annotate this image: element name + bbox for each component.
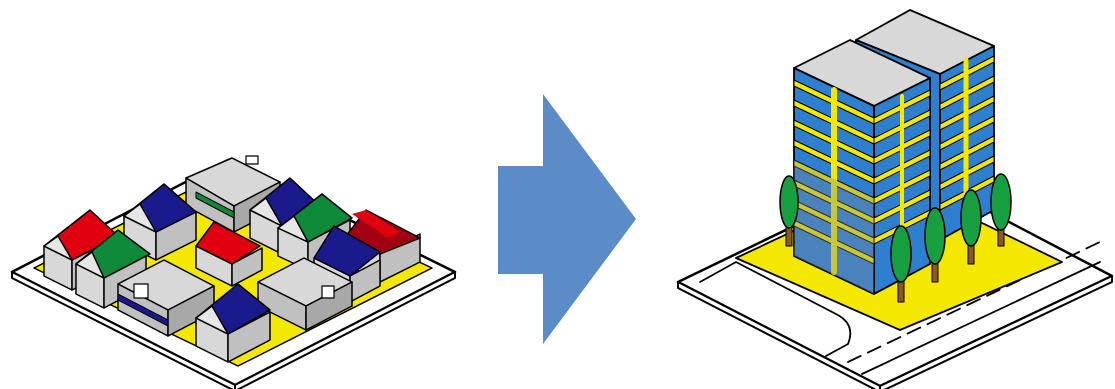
tree xyxy=(924,207,946,283)
house-blue-roof xyxy=(195,283,271,363)
right-arrow-icon xyxy=(498,94,636,344)
house-blue-roof xyxy=(123,183,197,261)
road-curb xyxy=(699,261,852,357)
house-red-roof xyxy=(195,221,263,287)
road-curb xyxy=(861,261,1101,375)
house-flat-roof xyxy=(117,259,215,337)
tree xyxy=(890,225,912,303)
tree xyxy=(779,175,799,247)
low-rise-houses-block xyxy=(10,155,457,389)
tree xyxy=(990,173,1012,247)
tower-front xyxy=(793,39,931,295)
house-flat-roof xyxy=(257,257,353,331)
high-rise-towers-block xyxy=(676,9,1114,389)
tree xyxy=(960,189,982,265)
